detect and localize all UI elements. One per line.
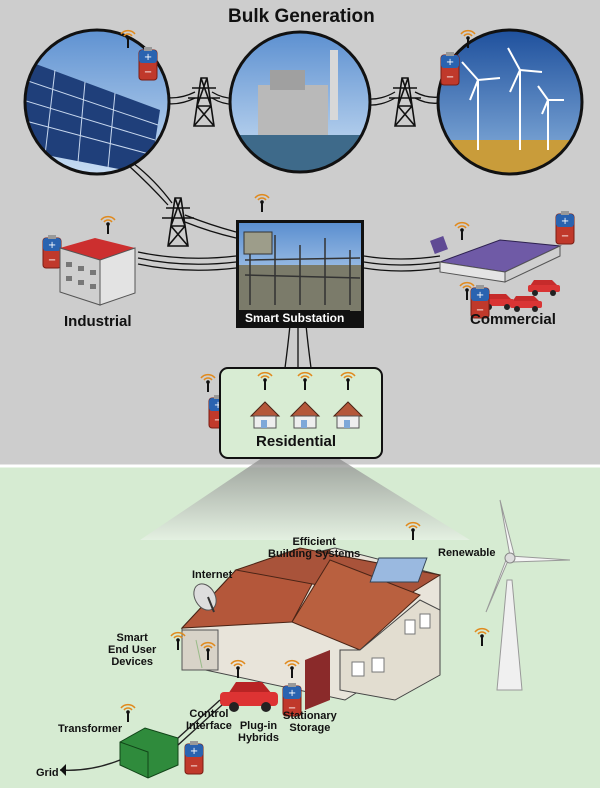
smart-substation-label: Smart Substation (239, 310, 351, 326)
bulk-generation-title: Bulk Generation (228, 6, 375, 27)
home-wind-turbine-image (485, 499, 571, 691)
efficient-building-line-2: Building Systems (268, 548, 361, 560)
transformer-image (59, 699, 223, 779)
smart-devices-line-2: End User (108, 644, 157, 656)
efficient-building-line-1: Efficient (292, 536, 336, 548)
transformer-label: Transformer (58, 723, 123, 735)
smart-home-image (180, 547, 442, 710)
wind-farm-image (436, 28, 584, 176)
storage-battery-icon (440, 51, 460, 86)
power-lines (127, 91, 446, 369)
industrial-building-image (42, 215, 136, 306)
control-interface-label: Control Interface (186, 708, 232, 732)
smart-end-user-devices-label: Smart End User Devices (108, 632, 156, 668)
grid-arrow-icon (60, 764, 66, 776)
stationary-storage-label: Stationary Storage (283, 710, 337, 734)
storage-battery-icon (184, 740, 204, 775)
smart-devices-line-3: Devices (111, 656, 153, 668)
satellite-dish-icon (193, 583, 217, 613)
control-interface-line-1: Control (189, 708, 229, 720)
stationary-storage-line-2: Storage (289, 722, 331, 734)
smart-devices-line-1: Smart (116, 632, 148, 644)
stationary-storage-line-1: Stationary (283, 710, 337, 722)
plugin-hybrids-line-1: Plug-in (239, 720, 278, 732)
commercial-buildings-image (430, 210, 575, 319)
plugin-hybrid-car-image (220, 682, 278, 712)
zoom-funnel (140, 458, 470, 540)
residential-group (200, 367, 383, 459)
residential-label: Residential (256, 433, 337, 450)
internet-label: Internet (192, 569, 233, 581)
commercial-label: Commercial (470, 311, 556, 328)
efficient-building-label: Efficient Building Systems (268, 536, 360, 560)
storage-battery-icon (555, 210, 575, 245)
grid-label: Grid (36, 767, 59, 779)
plugin-hybrids-line-2: Hybrids (238, 732, 279, 744)
renewable-label: Renewable (438, 547, 496, 559)
storage-battery-icon (138, 46, 158, 81)
plugin-hybrids-label: Plug-in Hybrids (238, 720, 279, 744)
storage-battery-icon (42, 234, 62, 269)
control-interface-line-2: Interface (186, 720, 232, 732)
industrial-label: Industrial (64, 313, 132, 330)
